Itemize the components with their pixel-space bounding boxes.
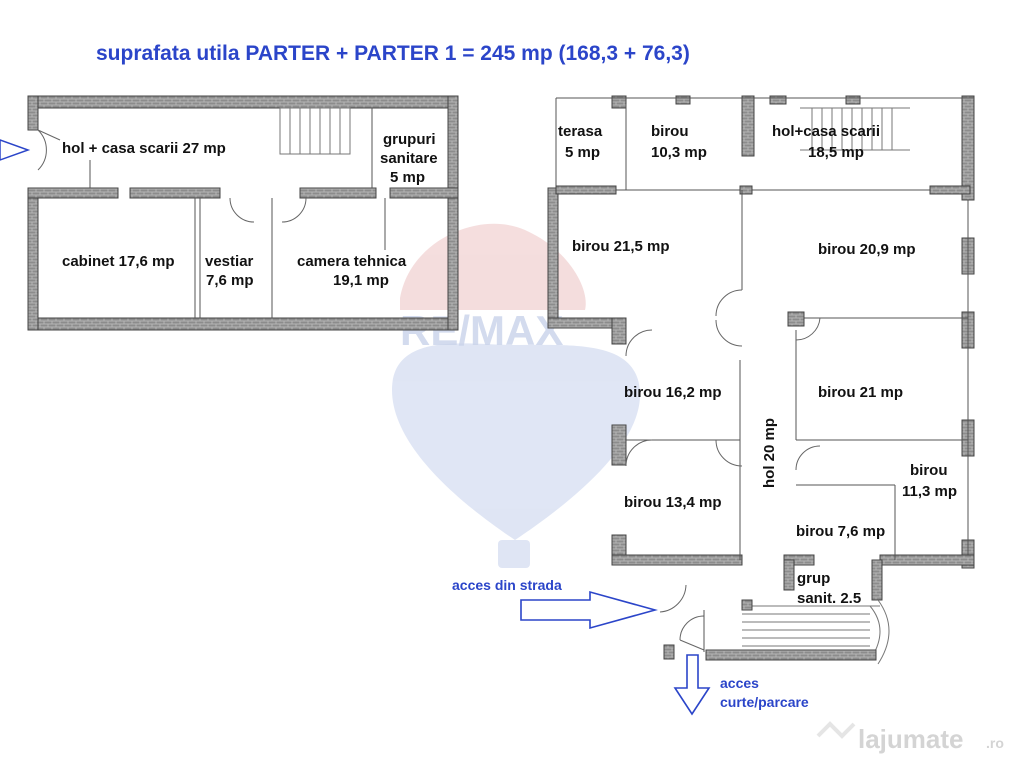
room-birou-10-3-2: 10,3 mp bbox=[651, 144, 707, 161]
room-grup-sanitar-1: grup bbox=[797, 570, 830, 587]
room-birou-11-3-2: 11,3 mp bbox=[902, 483, 957, 500]
right-floor-plan: terasa 5 mp birou 10,3 mp hol+casa scari… bbox=[547, 95, 975, 665]
room-terasa-1: terasa bbox=[558, 123, 603, 140]
remax-balloon-icon bbox=[392, 223, 640, 568]
watermark-site-name: lajumate bbox=[858, 724, 964, 754]
room-birou-21-5: birou 21,5 mp bbox=[572, 238, 670, 255]
room-vestiar-2: 7,6 mp bbox=[206, 272, 254, 289]
room-vestiar-1: vestiar bbox=[205, 253, 254, 270]
room-terasa-2: 5 mp bbox=[565, 144, 600, 161]
arrow-down-icon bbox=[673, 654, 711, 716]
arrow-right-icon bbox=[0, 139, 31, 161]
room-hol-20: hol 20 mp bbox=[761, 418, 778, 488]
room-birou-13-4: birou 13,4 mp bbox=[624, 494, 722, 511]
page-title: suprafata utila PARTER + PARTER 1 = 245 … bbox=[96, 42, 690, 65]
room-grupuri-sanitare-1: grupuri bbox=[383, 131, 436, 148]
lajumate-logo-icon bbox=[816, 721, 856, 739]
room-birou-10-3-1: birou bbox=[651, 123, 689, 140]
room-birou-16-2: birou 16,2 mp bbox=[624, 384, 722, 401]
room-grupuri-sanitare-2: sanitare bbox=[380, 150, 438, 167]
room-camera-tehnica-2: 19,1 mp bbox=[333, 272, 389, 289]
room-birou-20-9: birou 20,9 mp bbox=[818, 241, 916, 258]
room-birou-7-6: birou 7,6 mp bbox=[796, 523, 885, 540]
room-grup-sanitar-2: sanit. 2.5 bbox=[797, 590, 861, 607]
room-hol-casa-scarii-1: hol+casa scarii bbox=[772, 123, 880, 140]
label-acces-1: acces bbox=[720, 675, 759, 691]
room-grupuri-sanitare-3: 5 mp bbox=[390, 169, 425, 186]
room-hol-casa-scarii: hol + casa scarii 27 mp bbox=[62, 140, 226, 157]
watermark-site-tld: .ro bbox=[986, 735, 1004, 751]
arrow-right-icon bbox=[520, 590, 658, 630]
label-acces-din-strada: acces din strada bbox=[452, 577, 562, 593]
room-birou-21: birou 21 mp bbox=[818, 384, 903, 401]
room-cabinet: cabinet 17,6 mp bbox=[62, 253, 175, 270]
room-hol-casa-scarii-2: 18,5 mp bbox=[808, 144, 864, 161]
room-camera-tehnica-1: camera tehnica bbox=[297, 253, 407, 270]
label-acces-2: curte/parcare bbox=[720, 694, 809, 710]
room-birou-11-3-1: birou bbox=[910, 462, 948, 479]
left-floor-plan: hol + casa scarii 27 mp grupuri sanitare… bbox=[0, 95, 459, 331]
